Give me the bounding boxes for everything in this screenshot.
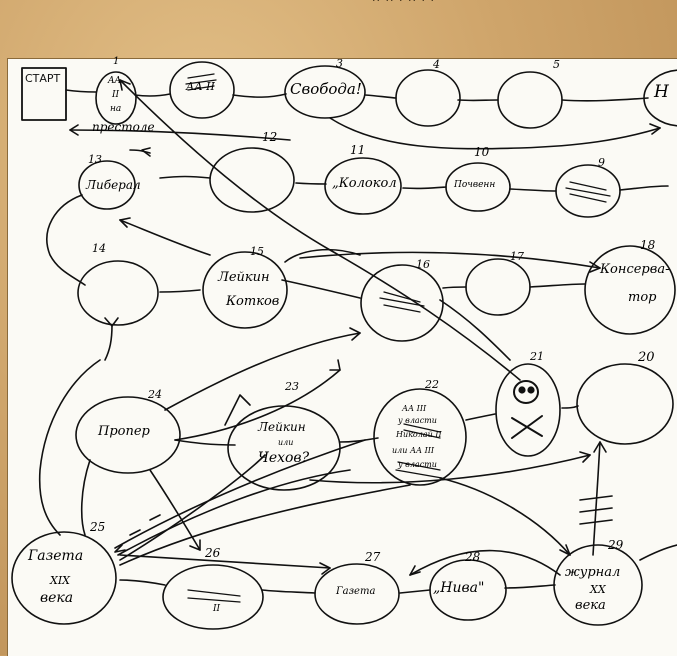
node-15-label-2: Котков: [226, 294, 280, 309]
node-13-label: Либерал: [86, 178, 141, 192]
node-11-circle: [324, 157, 402, 215]
node-25-circle: [11, 531, 117, 625]
node-6-label: Н: [654, 82, 669, 102]
node-23-label-1: Лейкин: [258, 420, 306, 434]
node-12-number: 12: [262, 130, 278, 144]
node-4-number: 4: [433, 58, 440, 71]
node-25-label-1: Газета: [28, 548, 84, 564]
node-26-number: 26: [205, 546, 221, 560]
node-18-number: 18: [640, 238, 656, 252]
node-29-number: 29: [608, 538, 624, 552]
connections: [38, 79, 677, 594]
node-17-circle: [465, 258, 531, 316]
node-11-label: „Колокол: [332, 176, 397, 191]
node-15-number: 15: [250, 245, 264, 258]
node-24-circle: [75, 396, 181, 474]
node-23-circle: [227, 405, 341, 491]
node-15-circle: [202, 251, 288, 329]
node-23-label-3: Чехов?: [258, 450, 310, 466]
node-22-label-2: у власти: [398, 416, 437, 425]
diagram-paper: [7, 58, 677, 656]
start-label: СТАРТ: [25, 72, 61, 85]
node-26-label-2: II: [213, 604, 221, 614]
node-22-number: 22: [425, 378, 439, 391]
node-27-number: 27: [365, 550, 381, 564]
node-18-circle: [584, 245, 676, 335]
node-22-label-3: Николай II: [396, 430, 442, 439]
node-1-label-2: II: [112, 90, 120, 100]
node-18-label-2: тор: [628, 290, 657, 305]
node-20-circle: [576, 363, 674, 445]
node-10-circle: [445, 162, 511, 212]
node-14-circle: [77, 260, 159, 326]
node-23-label-2: или: [278, 438, 294, 447]
node-16-number: 16: [416, 258, 430, 271]
node-9-number: 9: [598, 156, 605, 169]
node-22-label-4: или АА III: [392, 446, 435, 455]
node-3-number: 3: [336, 57, 343, 70]
node-3-label: Свобода!: [290, 80, 362, 98]
node-24-label: Пропер: [98, 424, 150, 439]
node-10-number: 10: [474, 145, 490, 159]
scribbles: [185, 73, 611, 603]
node-22-label-1: АА III: [402, 404, 427, 413]
header-text: ·· ·· · ·· · ·: [372, 0, 435, 7]
node-25-number: 25: [90, 520, 106, 534]
node-1-circle: [95, 71, 137, 125]
node-2-label: АА II: [186, 80, 215, 93]
node-1-caption: престоле: [92, 120, 155, 134]
node-5-circle: [497, 71, 563, 129]
node-13-number: 13: [88, 153, 102, 166]
node-29-label-3: века: [575, 598, 606, 613]
node-21-circle: [495, 363, 561, 457]
node-25-label-2: XIX: [50, 574, 71, 587]
node-16-circle: [360, 264, 444, 342]
node-4-circle: [395, 69, 461, 127]
node-21-number: 21: [530, 350, 544, 363]
node-25-label-3: века: [40, 590, 74, 606]
nodes: [11, 61, 677, 630]
node-29-label-2: XX: [590, 583, 606, 596]
node-28-number: 28: [465, 550, 481, 564]
node-29-label-1: журнал: [565, 565, 621, 580]
node-17-number: 17: [510, 250, 524, 263]
node-2-circle: [169, 61, 235, 119]
node-1-label-1: AA: [108, 76, 121, 86]
node-28-label: „Нива": [433, 580, 485, 596]
node-22-circle: [373, 388, 467, 486]
node-26-circle: [162, 564, 264, 630]
node-10-label: Почвенн: [454, 180, 496, 190]
node-29-circle: [553, 544, 643, 626]
node-6-circle: [643, 69, 677, 127]
node-9-circle: [555, 164, 621, 218]
node-12-circle: [209, 147, 295, 213]
node-1-label-3: на: [110, 104, 122, 114]
node-27-label: Газета: [336, 586, 376, 597]
node-18-label-1: Консерва-: [600, 262, 670, 277]
node-5-number: 5: [553, 58, 560, 71]
node-14-number: 14: [92, 242, 106, 255]
node-27-circle: [314, 563, 400, 625]
node-11-number: 11: [350, 143, 366, 157]
node-1-number: 1: [113, 56, 120, 67]
node-15-label-1: Лейкин: [218, 270, 270, 285]
node-3-circle: [284, 65, 366, 119]
node-28-circle: [429, 559, 507, 621]
start-box: [21, 67, 67, 121]
node-24-number: 24: [148, 388, 162, 401]
node-13-circle: [78, 160, 136, 210]
skull-icon: [511, 380, 543, 439]
node-20-number: 20: [638, 350, 655, 365]
node-22-label-5: у власти: [398, 460, 437, 469]
node-23-number: 23: [285, 380, 299, 393]
